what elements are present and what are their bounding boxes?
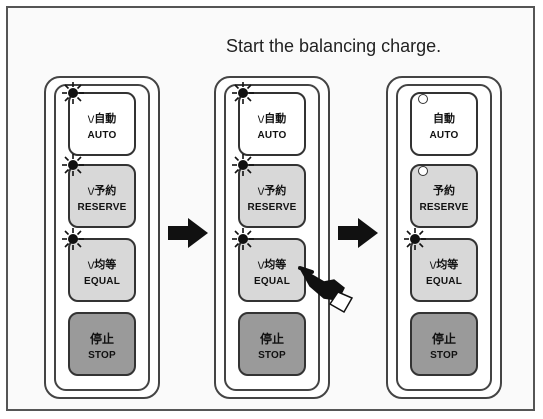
auto-button[interactable]: \/自動 AUTO <box>238 92 306 156</box>
right-arrow-icon <box>168 218 208 248</box>
equal-button[interactable]: \/均等 EQUAL <box>68 238 136 302</box>
auto-button[interactable]: \/自動 AUTO <box>68 92 136 156</box>
lamp-on-icon <box>232 228 254 250</box>
equal-button[interactable]: \/均等 EQUAL <box>238 238 306 302</box>
lamp-off-icon <box>418 166 428 176</box>
lamp-on-icon <box>404 228 426 250</box>
lamp-on-icon <box>232 154 254 176</box>
lamp-off-icon <box>418 94 428 104</box>
caption: Start the balancing charge. <box>226 36 442 56</box>
pressing-hand-icon <box>298 265 354 314</box>
lamp-on-icon <box>232 82 254 104</box>
auto-button[interactable]: 自動 AUTO <box>410 92 478 156</box>
stop-button[interactable]: 停止 STOP <box>410 312 478 376</box>
right-arrow-icon <box>338 218 378 248</box>
stop-button[interactable]: 停止 STOP <box>68 312 136 376</box>
lamp-on-icon <box>62 82 84 104</box>
reserve-button[interactable]: \/予約 RESERVE <box>238 164 306 228</box>
reserve-button[interactable]: \/予約 RESERVE <box>68 164 136 228</box>
lamp-on-icon <box>62 154 84 176</box>
equal-button[interactable]: \/均等 EQUAL <box>410 238 478 302</box>
stop-button[interactable]: 停止 STOP <box>238 312 306 376</box>
lamp-on-icon <box>62 228 84 250</box>
